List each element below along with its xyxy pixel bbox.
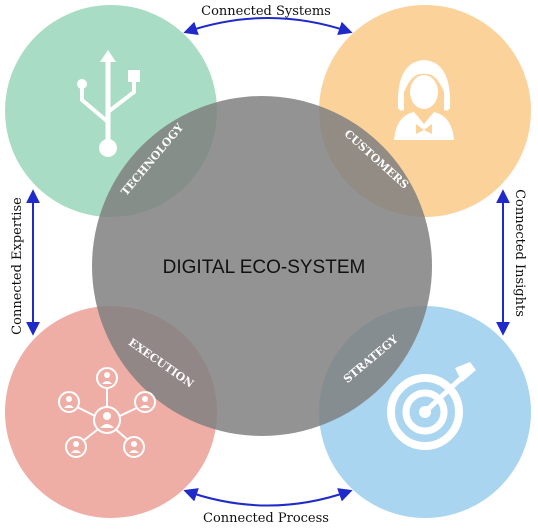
label-connected-expertise: Connected Expertise [10,197,25,335]
usb-icon [77,50,140,157]
label-connected-insights: Connected Insights [512,189,527,317]
center-circle [92,96,432,436]
woman-avatar-icon [394,60,454,140]
center-title: DIGITAL ECO-SYSTEM [163,257,366,278]
target-arrow-icon [387,362,476,450]
network-people-icon [58,367,156,458]
label-connected-process: Connected Process [203,511,329,526]
label-connected-systems: Connected Systems [201,4,331,19]
arrow-connected-systems [183,17,353,36]
arrow-connected-process [183,488,353,507]
